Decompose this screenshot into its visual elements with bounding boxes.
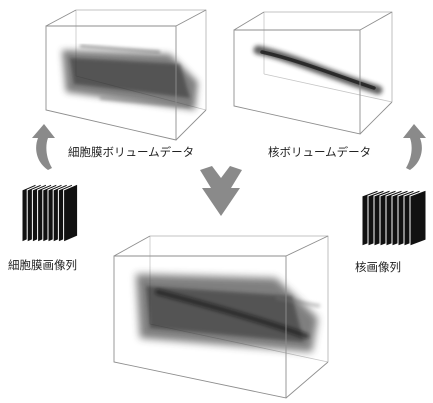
nucleus-images-label: 核画像列 [355, 260, 401, 274]
image-slice [63, 184, 79, 243]
image-stack-icon [360, 190, 430, 248]
membrane-images-label: 細胞膜画像列 [8, 258, 77, 272]
membrane-volume-label: 細胞膜ボリュームデータ [68, 145, 195, 159]
merged-volume-box [106, 232, 334, 402]
curved-arrow-icon [28, 122, 58, 172]
image-stack-icon [20, 184, 82, 244]
merge-arrow-icon [198, 166, 244, 218]
nucleus-volume-render [253, 45, 383, 95]
curved-arrow-icon [400, 122, 430, 172]
nucleus-volume-box [228, 8, 398, 138]
membrane-volume-box [40, 6, 210, 144]
merged-volume-render [136, 274, 321, 352]
membrane-volume-render [62, 44, 198, 110]
image-slice [409, 190, 427, 247]
nucleus-volume-label: 核ボリュームデータ [268, 145, 372, 159]
